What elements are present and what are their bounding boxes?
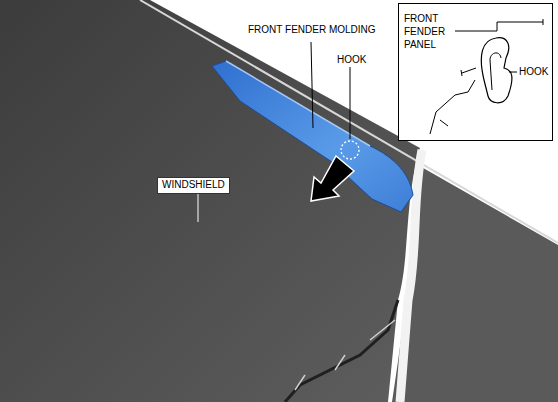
wiper-detail <box>295 320 395 390</box>
windshield-glass <box>0 0 420 402</box>
leader-line <box>455 19 543 31</box>
inset-frame <box>399 4 553 141</box>
edge-highlight <box>140 0 558 243</box>
inset-box: FRONT FENDER PANEL HOOK <box>398 3 553 141</box>
part-label-box: WINDSHIELD <box>157 177 230 194</box>
part-name: HOOK <box>519 66 548 79</box>
part-name: FRONT FENDER PANEL <box>404 12 452 51</box>
leader-line <box>311 42 313 128</box>
hook-circle <box>341 141 359 159</box>
wiper <box>285 300 398 402</box>
part-name: WINDSHIELD <box>162 179 225 192</box>
front-fender-molding <box>212 61 413 212</box>
fender-panel-section <box>461 68 476 76</box>
fender-panel-section <box>430 80 475 134</box>
removal-arrow <box>311 156 354 201</box>
hook-section <box>481 38 512 103</box>
leader-line <box>509 72 517 73</box>
hook-section <box>490 53 501 90</box>
part-name: HOOK <box>337 54 366 66</box>
part-name: FRONT FENDER MOLDING <box>248 24 376 36</box>
leader-line <box>198 193 199 222</box>
molding-highlight <box>226 61 370 146</box>
leader-line <box>350 67 351 139</box>
